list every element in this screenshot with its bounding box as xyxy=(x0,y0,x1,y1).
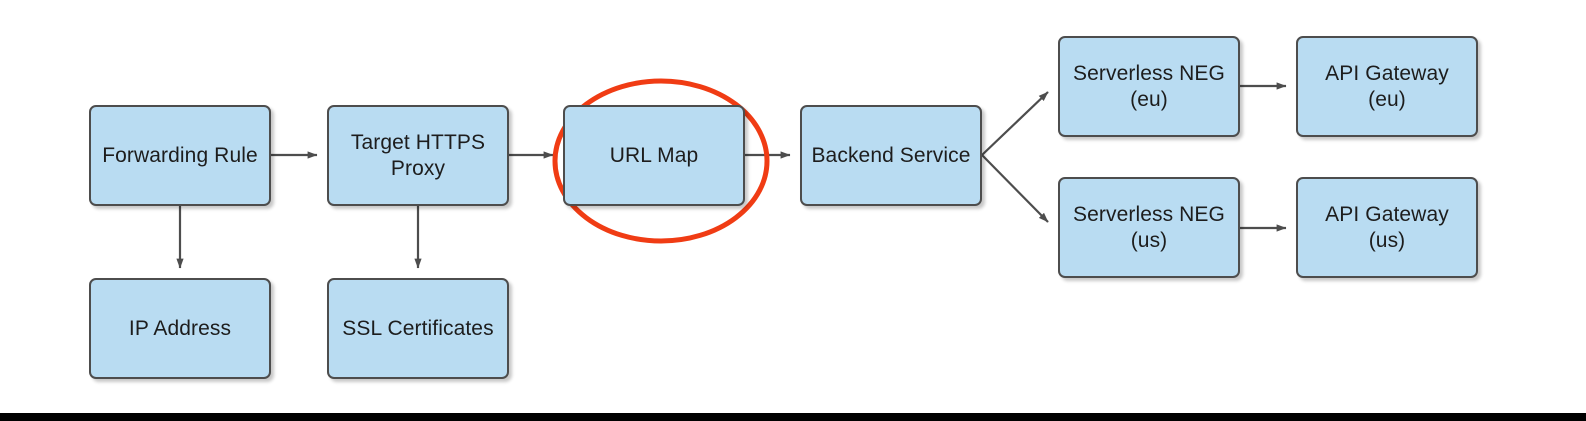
node-label-serverless-neg-us: Serverless NEG (us) xyxy=(1073,202,1225,252)
node-backend-service[interactable]: Backend Service xyxy=(800,105,982,206)
node-api-gateway-eu[interactable]: API Gateway (eu) xyxy=(1296,36,1478,137)
node-label-backend-service: Backend Service xyxy=(811,143,971,167)
node-target-https-proxy[interactable]: Target HTTPS Proxy xyxy=(327,105,509,206)
node-serverless-neg-eu[interactable]: Serverless NEG (eu) xyxy=(1058,36,1240,137)
node-ssl-certificates[interactable]: SSL Certificates xyxy=(327,278,509,379)
node-label-api-gateway-eu: API Gateway (eu) xyxy=(1325,61,1449,111)
node-label-api-gateway-us: API Gateway (us) xyxy=(1325,202,1449,252)
node-ip-address[interactable]: IP Address xyxy=(89,278,271,379)
node-forwarding-rule[interactable]: Forwarding Rule xyxy=(89,105,271,206)
node-label-url-map: URL Map xyxy=(609,143,699,167)
node-label-forwarding-rule: Forwarding Rule xyxy=(102,143,258,167)
node-label-ip-address: IP Address xyxy=(128,316,232,340)
edge-backend-service-to-serverless-neg-us xyxy=(981,154,1049,223)
bottom-black-bar xyxy=(0,413,1586,421)
node-url-map[interactable]: URL Map xyxy=(563,105,745,206)
node-serverless-neg-us[interactable]: Serverless NEG (us) xyxy=(1058,177,1240,278)
node-api-gateway-us[interactable]: API Gateway (us) xyxy=(1296,177,1478,278)
edge-backend-service-to-serverless-neg-eu xyxy=(981,91,1049,156)
node-label-serverless-neg-eu: Serverless NEG (eu) xyxy=(1073,61,1225,111)
node-label-target-https-proxy: Target HTTPS Proxy xyxy=(350,130,486,180)
node-label-ssl-certificates: SSL Certificates xyxy=(342,316,494,340)
